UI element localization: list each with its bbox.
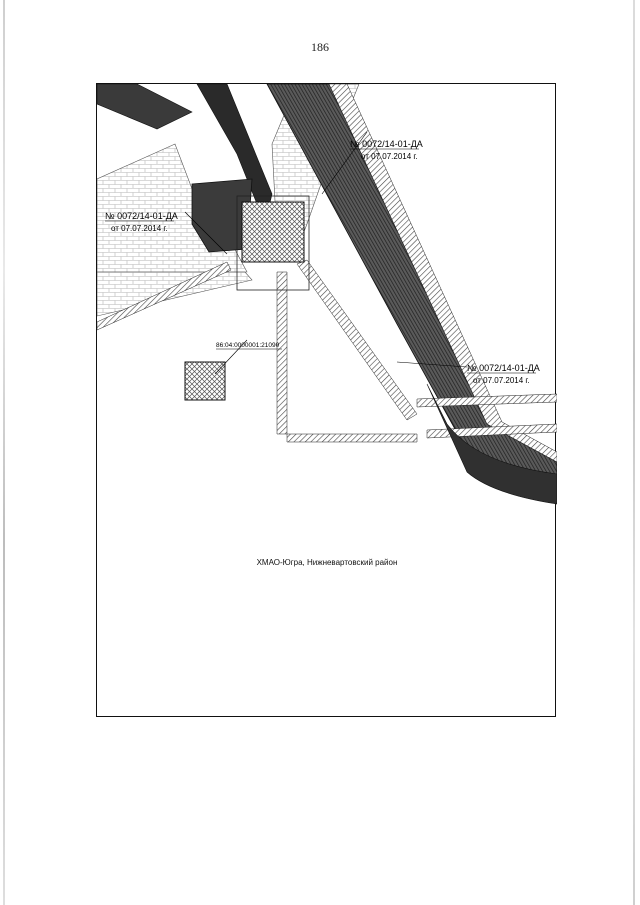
leader-lines [184,131,468,375]
permit-date: от 07.07.2014 г. [111,224,168,233]
permit-annotation-3: № 0072/14-01-ДА от 07.07.2014 г. [467,363,540,385]
access-road-right-lower [426,423,557,439]
pipeline-curve [426,383,557,505]
region-label: ХМАО-Югра, Нижневартовский район [256,558,398,567]
pipeline-corridor-top-left [97,84,193,130]
permit-date: от 07.07.2014 г. [361,152,418,161]
cadastral-label: 86:04:0000001:21090 [216,342,282,350]
well-pad-outline [236,195,310,291]
access-road-right [416,393,557,408]
permit-number: № 0072/14-01-ДА [350,139,423,149]
access-road-bottom [286,433,418,443]
map-drawing: № 0072/14-01-ДА от 07.07.2014 г. № 0072/… [97,84,557,505]
page-number: 186 [311,40,329,54]
permit-number: № 0072/14-01-ДА [105,211,178,221]
permit-date: от 07.07.2014 г. [473,376,530,385]
scan-edge-right [633,0,635,905]
cadastral-number: 86:04:0000001:21090 [216,342,280,349]
permit-number: № 0072/14-01-ДА [467,363,540,373]
cadastral-parcel [184,361,226,401]
permit-annotation-2: № 0072/14-01-ДА от 07.07.2014 г. [105,211,178,233]
permit-annotation-1: № 0072/14-01-ДА от 07.07.2014 г. [350,139,423,161]
map-frame: № 0072/14-01-ДА от 07.07.2014 г. № 0072/… [96,83,557,717]
access-road-left [97,261,232,331]
scan-edge-left [3,0,5,905]
well-pad [241,201,305,263]
access-road-vertical [276,271,288,435]
pipeline-corridor-band [328,84,557,463]
